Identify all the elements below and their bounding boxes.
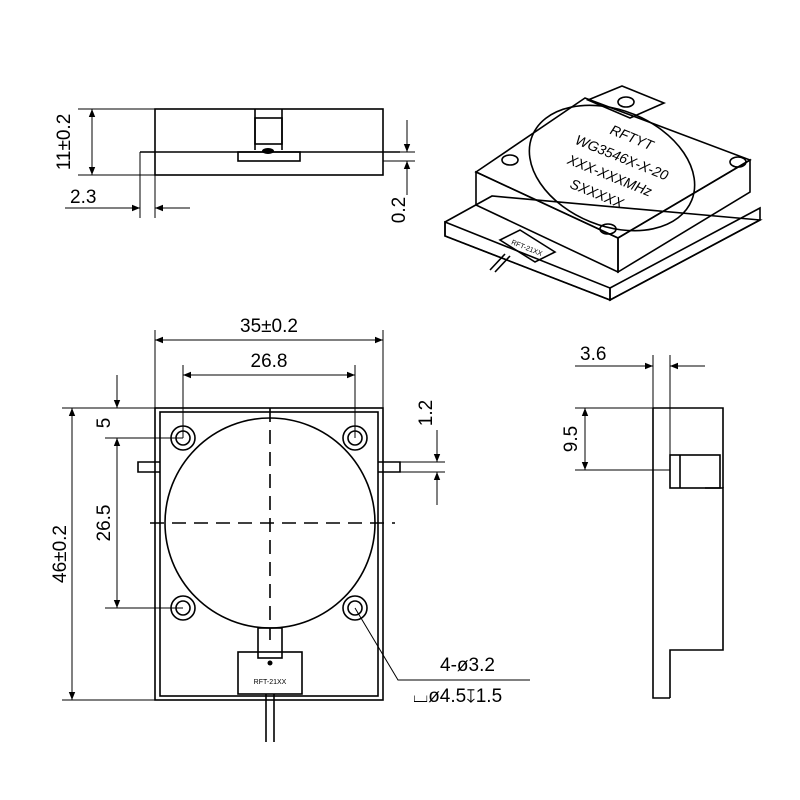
top-height-dim: 46±0.2 [50,525,71,583]
top-hole-spacing-x: 26.8 [251,351,288,372]
counterbore-callout: ⌴ø4.5↧1.5 [413,686,502,707]
right-view: 3.6 9.5 [561,344,724,699]
side-view: 11±0.2 2.3 0.2 [54,108,415,223]
right-step-dim: 9.5 [561,426,582,452]
top-tab-label: RFT-21XX [254,679,287,686]
top-outline [154,407,384,701]
side-height-dim: 11±0.2 [54,114,75,171]
side-gap-dim: 0.2 [389,197,410,223]
top-hole-spacing-y: 26.5 [94,505,115,542]
top-edge-dim: 5 [94,418,115,429]
side-body [154,108,384,176]
side-offset-dim: 2.3 [70,187,96,208]
iso-view: RFTYT WG3546X-X-20 XXX-XXXMHz SXXXXX RFT… [444,85,763,302]
side-connector [254,117,283,145]
top-tab-dim: 1.2 [416,400,437,426]
holes-callout: 4-ø3.2 [440,655,495,676]
top-width-dim: 35±0.2 [240,316,298,337]
right-thickness-dim: 3.6 [580,344,606,365]
top-view: RFT-21XX 35±0.2 26.8 46±0.2 26.5 5 1.2 [50,316,530,742]
iso-disk [528,104,696,232]
